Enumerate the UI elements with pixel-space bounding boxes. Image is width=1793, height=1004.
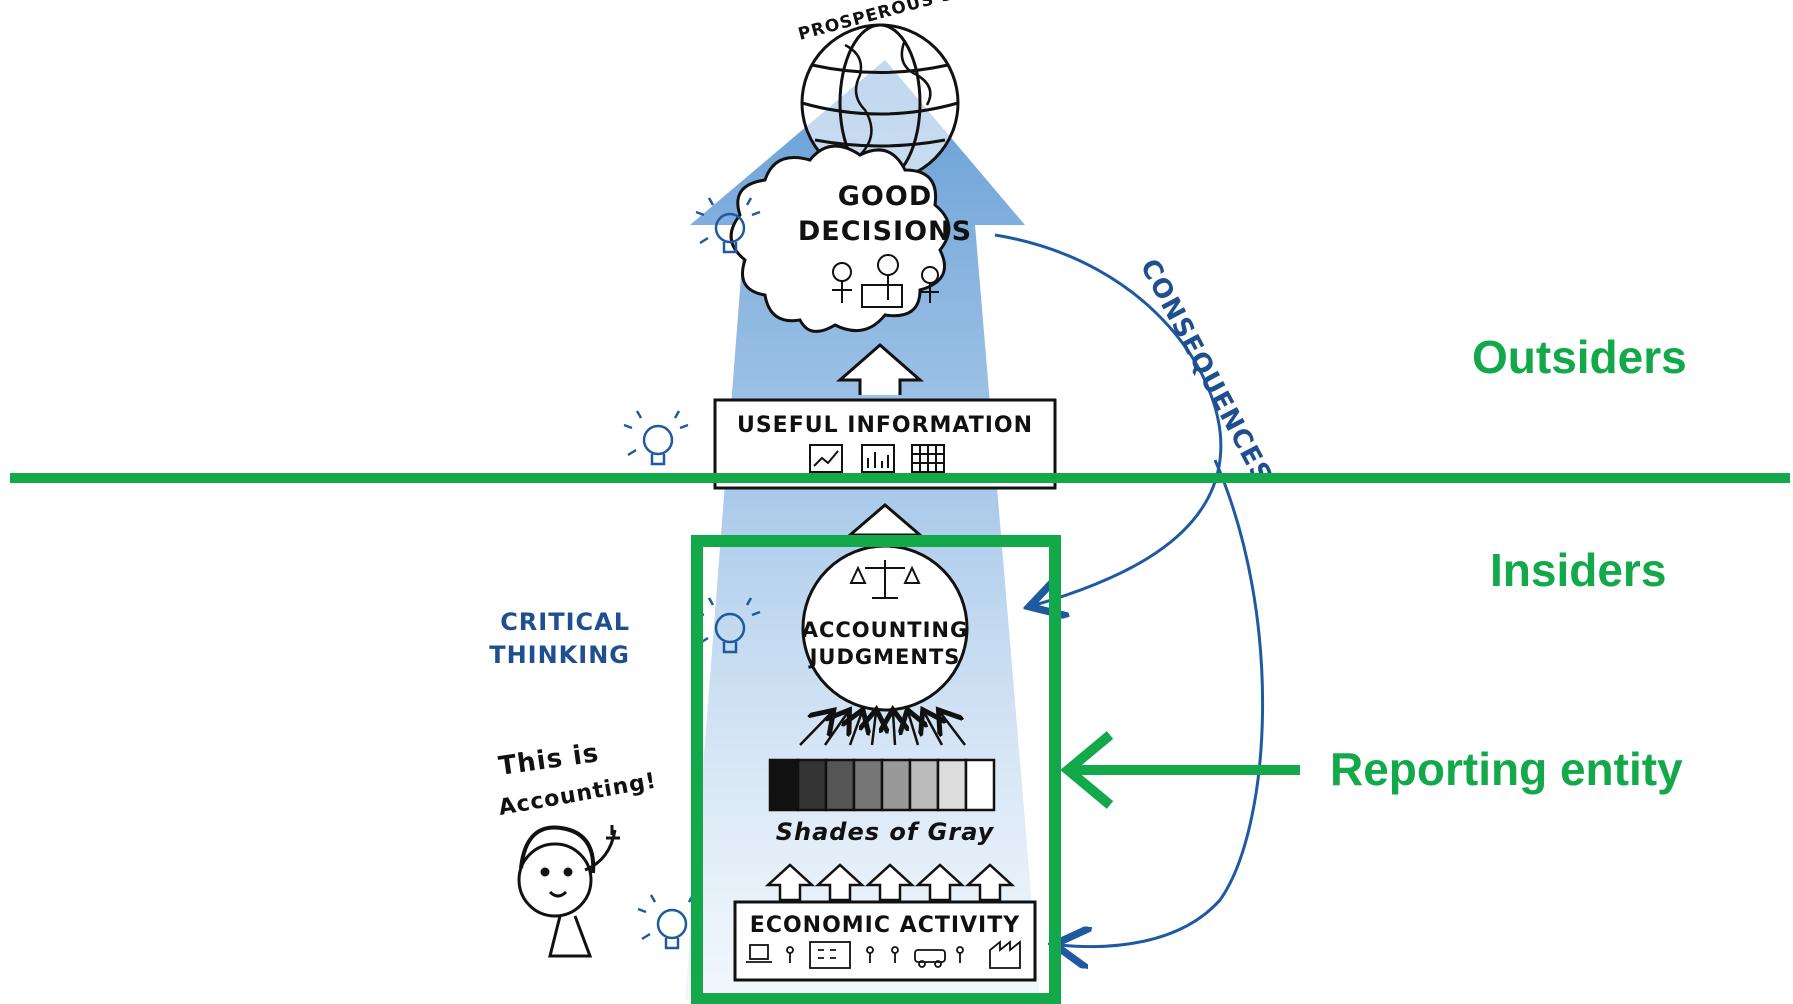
good-decisions-cloud: GOOD DECISIONS [729,144,972,333]
accounting-judgments-circle: ACCOUNTING JUDGMENTS [801,544,969,712]
shades-of-gray-bar [768,758,996,812]
consequences-label: CONSEQUENCES [1134,254,1278,489]
lightbulb-icon [623,410,689,466]
accountant-figure [517,825,620,958]
speech-line1: This is [497,738,601,782]
shades-of-gray-label: Shades of Gray [776,818,995,846]
good-decisions-line1: GOOD [838,181,932,212]
reporting-entity-arrow [1060,731,1300,809]
report-icons [809,444,945,473]
insiders-label: Insiders [1490,544,1667,596]
critical-thinking-line2: THINKING [489,641,630,669]
people-icon [832,254,939,308]
accounting-label-line2: JUDGMENTS [808,645,961,669]
economic-activity-label: ECONOMIC ACTIVITY [750,913,1020,938]
up-arrow-icon [836,343,924,395]
consequences-arrows [994,233,1264,947]
outsiders-label: Outsiders [1472,331,1687,383]
activity-icons [746,940,1021,969]
economic-up-arrows [764,863,1016,902]
economic-activity-box: ECONOMIC ACTIVITY [733,900,1037,982]
converging-arrows [799,712,966,746]
reporting-entity-label: Reporting entity [1330,743,1683,795]
useful-information-label: USEFUL INFORMATION [737,413,1033,438]
reporting-entity-box [691,535,1061,1004]
good-decisions-line2: DECISIONS [798,216,972,247]
scales-icon [849,560,921,599]
critical-thinking-line1: CRITICAL [500,608,630,636]
lightbulb-icon [695,197,761,254]
accounting-label-line1: ACCOUNTING [802,618,969,642]
